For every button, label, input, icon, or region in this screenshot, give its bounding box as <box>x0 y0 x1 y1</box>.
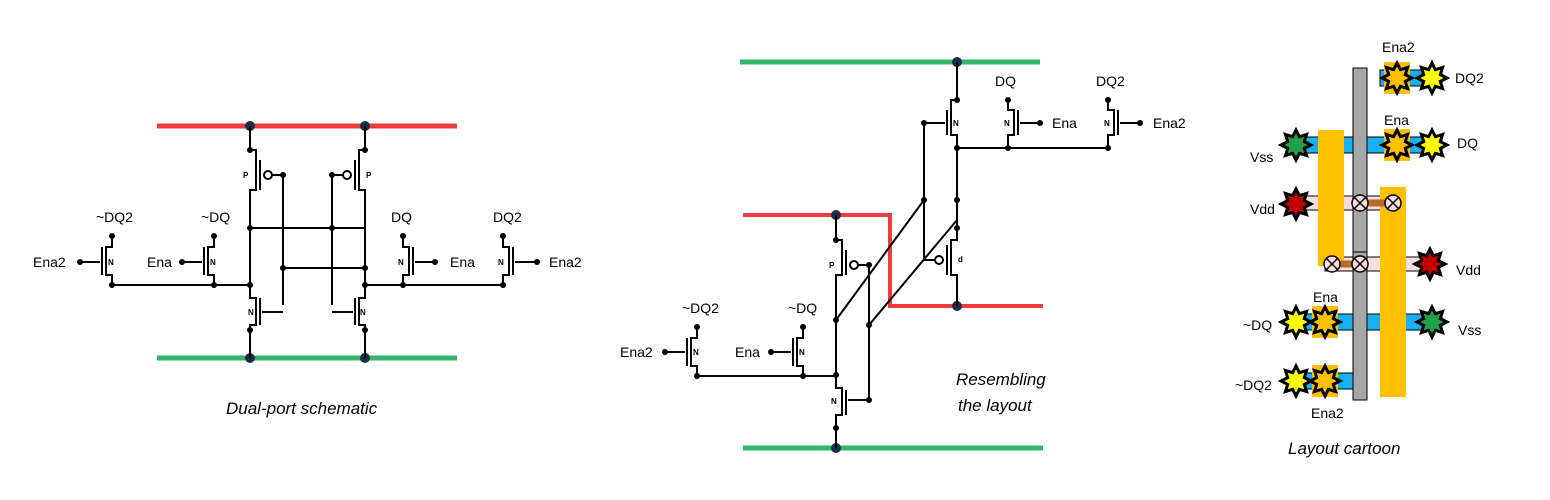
nmos-letter: N <box>248 308 254 317</box>
label-dq2: DQ2 <box>1096 73 1125 89</box>
contact-star <box>1277 303 1315 341</box>
right-inverter: P N <box>329 126 372 358</box>
nmos-letter: N <box>1104 119 1110 128</box>
pmos-letter: d <box>958 255 963 264</box>
caption-resembling-line1: Resembling <box>956 370 1046 389</box>
contact-star <box>1306 362 1344 400</box>
label-vss-right: Vss <box>1458 322 1481 338</box>
label-ndq2: ~DQ2 <box>682 300 719 316</box>
label-ena2-top: Ena2 <box>1382 39 1415 55</box>
layout-like-schematic: N N N d P <box>620 57 1186 453</box>
dual-port-schematic: P N P N <box>33 121 582 418</box>
cross-contacts <box>1323 194 1402 273</box>
label-ena-low: Ena <box>735 344 760 360</box>
label-ndq: ~DQ <box>201 209 230 225</box>
label-vss-left: Vss <box>1250 149 1273 165</box>
pmos-letter: P <box>366 171 372 180</box>
nmos-letter: N <box>799 348 805 357</box>
gate-bar-top <box>1352 67 1368 265</box>
gate-bar-bottom <box>1352 251 1368 401</box>
label-ena2: Ena2 <box>1153 115 1186 131</box>
contact-star <box>1378 126 1416 164</box>
left-access-transistors: N N <box>77 233 250 288</box>
label-ena2-bottom: Ena2 <box>1311 405 1344 421</box>
label-vdd-right: Vdd <box>1456 262 1481 278</box>
contact-star <box>1411 245 1449 283</box>
label-ena-right: Ena <box>450 254 475 270</box>
poly-block-right <box>1380 187 1406 397</box>
label-ena-low: Ena <box>1313 289 1338 305</box>
label-ndq2: ~DQ2 <box>1235 377 1272 393</box>
right-access-transistors: N N <box>365 233 540 288</box>
contact-star <box>1413 59 1451 97</box>
label-ena-top: Ena <box>1384 112 1409 128</box>
contact-star <box>1277 362 1315 400</box>
contact-star <box>1306 303 1344 341</box>
nmos-letter: N <box>1004 119 1010 128</box>
nmos-letter: N <box>831 397 837 406</box>
label-dq: DQ <box>995 73 1016 89</box>
vdd-rail-stepped <box>743 213 1043 308</box>
contact-star <box>1277 185 1315 223</box>
nmos-letter: N <box>953 119 959 128</box>
label-ena2-low: Ena2 <box>620 344 653 360</box>
label-dq2: DQ2 <box>493 209 522 225</box>
cross-contact <box>1384 194 1402 212</box>
nmos-letter: N <box>108 258 114 267</box>
pmos-letter: P <box>829 261 835 270</box>
cross-coupling-wires <box>250 227 365 269</box>
label-ena2-left: Ena2 <box>33 254 66 270</box>
cross-contact <box>1351 194 1369 212</box>
caption-resembling-line2: the layout <box>958 396 1033 415</box>
label-dq2: DQ2 <box>1455 70 1484 86</box>
contact-star <box>1413 126 1451 164</box>
label-ena2-right: Ena2 <box>549 254 582 270</box>
nmos-letter: N <box>360 308 366 317</box>
nmos-letter: N <box>498 258 504 267</box>
contact-star <box>1378 59 1416 97</box>
caption-dual-port: Dual-port schematic <box>226 399 378 418</box>
cross-contact <box>1323 255 1341 273</box>
contact-stars <box>1277 59 1451 400</box>
label-ena: Ena <box>1052 115 1077 131</box>
caption-layout-cartoon: Layout cartoon <box>1288 439 1400 458</box>
label-vdd-left: Vdd <box>1250 201 1275 217</box>
nmos-letter: N <box>693 348 699 357</box>
label-ndq: ~DQ <box>788 300 817 316</box>
contact-star <box>1413 303 1451 341</box>
label-ena-left: Ena <box>147 254 172 270</box>
left-inverter: P N <box>243 126 286 358</box>
pmos-letter: P <box>243 171 249 180</box>
label-ndq2: ~DQ2 <box>96 209 133 225</box>
nmos-letter: N <box>398 258 404 267</box>
layout-cartoon: Ena2 DQ2 Ena DQ Vss Vdd Vdd Ena ~DQ Vss … <box>1235 39 1484 458</box>
contact-star <box>1277 126 1315 164</box>
label-dq: DQ <box>1457 135 1478 151</box>
label-dq: DQ <box>391 209 412 225</box>
poly-block-left <box>1318 130 1344 266</box>
cross-contact <box>1351 255 1369 273</box>
diagonal-cross-wires <box>835 199 958 326</box>
nmos-letter: N <box>210 258 216 267</box>
label-ndq: ~DQ <box>1243 317 1272 333</box>
